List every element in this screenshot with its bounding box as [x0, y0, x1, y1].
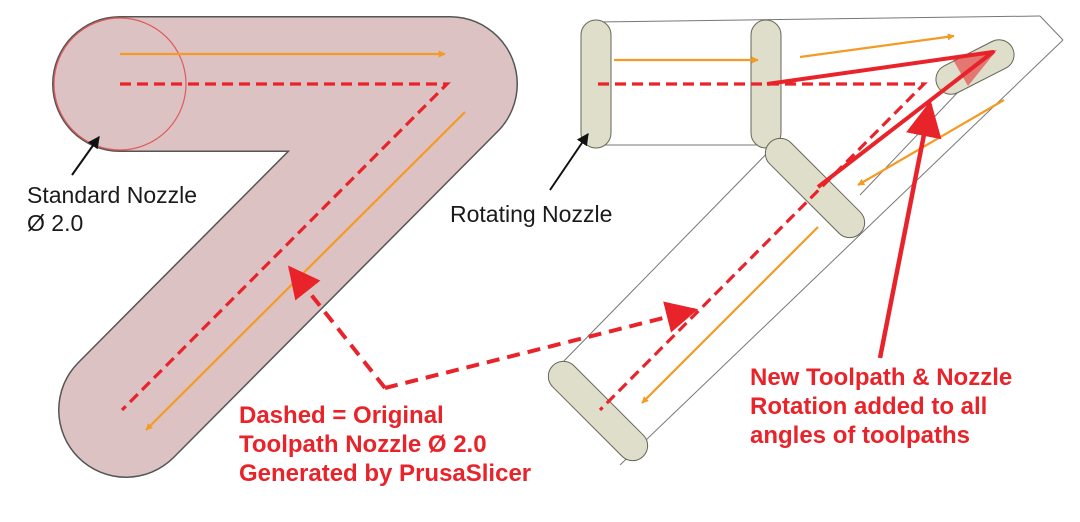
new-toolpath-callout-arrow: [877, 100, 942, 359]
swept-outline: [559, 15, 1064, 466]
nozzle-capsule: [764, 137, 866, 239]
orange-arrow: [641, 226, 819, 404]
dashed-original-toolpath: [598, 82, 928, 412]
dashed-callout-arrow: [288, 265, 387, 390]
new-toolpath-tip: [952, 50, 997, 86]
orange-arrow: [857, 99, 1005, 186]
rotating-pointer-arrow: [549, 133, 589, 191]
new-toolpath-label: New Toolpath & Nozzle Rotation added to …: [750, 364, 1019, 449]
dashed-original-label: Dashed = Original Toolpath Nozzle Ø 2.0 …: [239, 402, 531, 487]
nozzle-capsule: [580, 19, 612, 149]
dashed-original-toolpath: [120, 82, 451, 412]
rotating-toolpath-group: [547, 15, 1064, 466]
rotating-nozzle-label: Rotating Nozzle: [450, 201, 612, 227]
orange-arrow: [799, 33, 955, 59]
standard-pointer-arrow: [71, 136, 100, 176]
dashed-callout-arrow: [384, 301, 699, 390]
standard-nozzle-label: Standard Nozzle Ø 2.0: [27, 182, 203, 236]
standard-nozzle-circle: [53, 17, 187, 151]
standard-toolpath-group: [52, 16, 518, 478]
